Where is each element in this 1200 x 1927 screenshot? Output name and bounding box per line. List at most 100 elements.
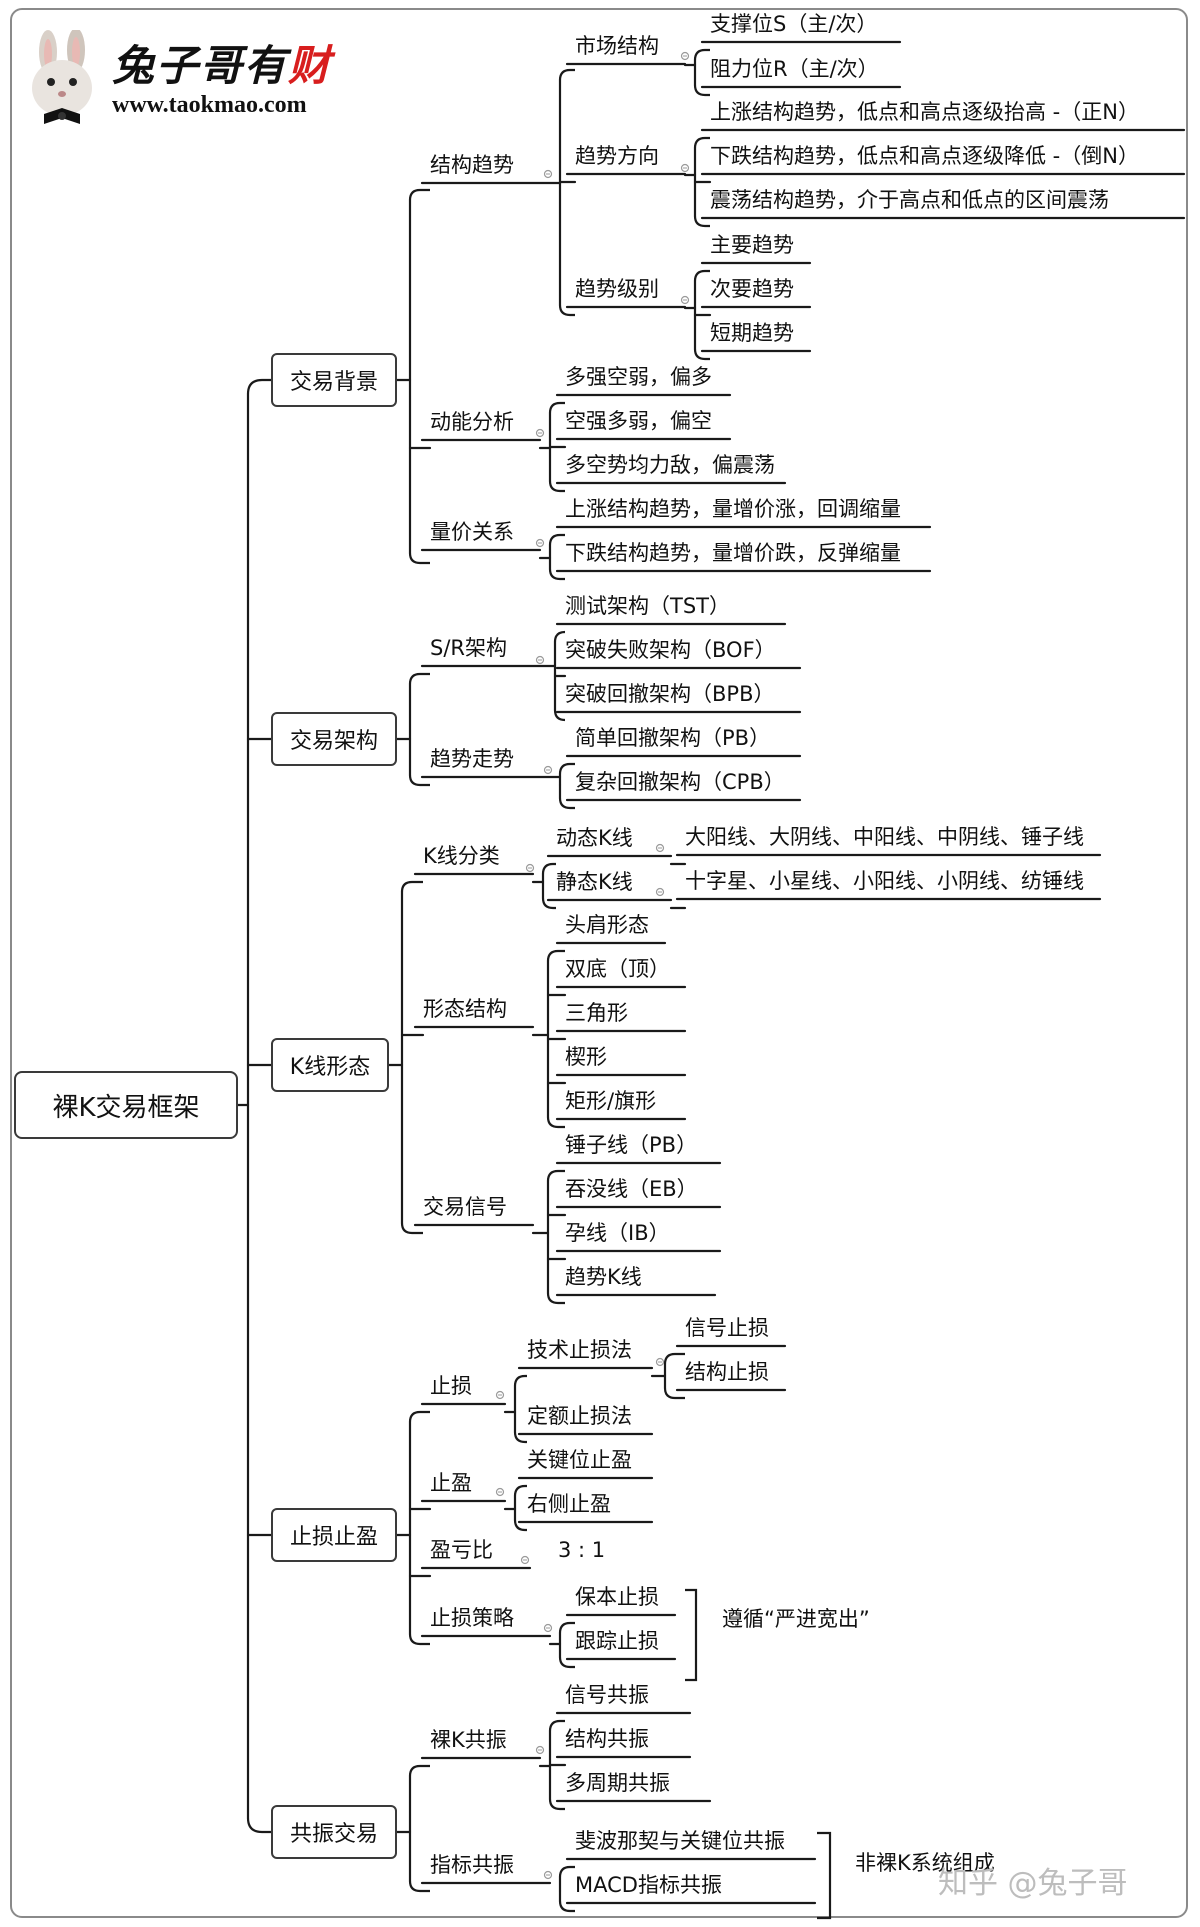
- node-s2a: S/R架构: [430, 636, 507, 660]
- connector: [408, 188, 430, 201]
- node-s2a1: 测试架构（TST）: [565, 594, 730, 618]
- connector: [553, 709, 566, 722]
- connector: [408, 1764, 430, 1777]
- connector: [693, 48, 710, 61]
- connector: [817, 1831, 832, 1920]
- connector: [546, 1116, 565, 1129]
- connector: [548, 1798, 565, 1811]
- connector: [546, 949, 565, 962]
- node-s4d1: 保本止损: [575, 1585, 659, 1609]
- node-s1a3c: 短期趋势: [710, 321, 794, 345]
- node-s4a1a: 信号止损: [685, 1316, 769, 1340]
- connector: [558, 1621, 575, 1634]
- connector: [548, 1719, 565, 1732]
- node-s1b3: 多空势均力敌，偏震荡: [565, 453, 775, 477]
- connector: [558, 1656, 575, 1669]
- node-s3c1: 锤子线（PB）: [565, 1133, 698, 1157]
- watermark: 知乎 @兔子哥: [938, 1866, 1128, 1901]
- node-s3a2: 静态K线: [556, 870, 633, 894]
- node-s5b1: 斐波那契与关键位共振: [575, 1829, 785, 1853]
- section-background: 交易背景: [271, 353, 397, 407]
- node-s5b2: MACD指标共振: [575, 1873, 722, 1897]
- node-s1c2: 下跌结构趋势，量增价跌，反弹缩量: [565, 541, 901, 565]
- node-s2a3: 突破回撤架构（BPB）: [565, 682, 775, 706]
- connector: [408, 1410, 430, 1423]
- rabbit-logo-icon: [32, 30, 92, 124]
- node-s1a2a: 上涨结构趋势，低点和高点逐级抬高 -（正N）: [710, 100, 1139, 124]
- connector: [408, 672, 430, 685]
- node-s2a2: 突破失败架构（BOF）: [565, 638, 776, 662]
- node-s3c4: 趋势K线: [565, 1265, 642, 1289]
- connector: [553, 630, 566, 643]
- root-node: 裸K交易框架: [14, 1071, 238, 1139]
- node-s1b1: 多强空弱，偏多: [565, 365, 712, 389]
- connector: [408, 774, 430, 787]
- logo-brand: 兔子哥有财: [112, 41, 333, 90]
- node-s4b1: 关键位止盈: [527, 1448, 632, 1472]
- node-s3b2: 双底（顶）: [565, 957, 670, 981]
- diagram-frame: [10, 8, 1188, 1918]
- node-s1a3a: 主要趋势: [710, 233, 794, 257]
- connector: [400, 880, 423, 893]
- connector: [548, 480, 565, 493]
- connector: [558, 1900, 575, 1913]
- connector: [693, 348, 710, 361]
- node-s3a1: 动态K线: [556, 826, 633, 850]
- connector: [558, 797, 575, 810]
- node-s3a1a: 大阳线、大阴线、中阳线、中阴线、锤子线: [685, 825, 1084, 849]
- connector: [541, 862, 556, 875]
- node-s4b: 止盈: [430, 1471, 472, 1495]
- node-s1a3b: 次要趋势: [710, 277, 794, 301]
- node-s3b: 形态结构: [423, 997, 507, 1021]
- connector: [541, 897, 556, 910]
- node-s3c2: 吞没线（EB）: [565, 1177, 698, 1201]
- node-s1a2b: 下跌结构趋势，低点和高点逐级降低 -（倒N）: [710, 144, 1139, 168]
- node-s4a2: 定额止损法: [527, 1404, 632, 1428]
- connector: [693, 269, 710, 282]
- connector: [558, 1865, 575, 1878]
- connector: [513, 1519, 527, 1532]
- node-s4a1: 技术止损法: [527, 1338, 632, 1362]
- node-s1a1a: 支撑位S（主/次）: [710, 12, 878, 36]
- node-s4a1b: 结构止损: [685, 1360, 769, 1384]
- node-s5a: 裸K共振: [430, 1728, 507, 1752]
- node-s3b5: 矩形/旗形: [565, 1089, 657, 1113]
- connector: [513, 1431, 527, 1444]
- node-s1a2: 趋势方向: [575, 144, 659, 168]
- node-s4d: 止损策略: [430, 1606, 514, 1630]
- node-s3c: 交易信号: [423, 1195, 507, 1219]
- connector: [408, 552, 430, 565]
- node-s4d-note: 遵循“严进宽出”: [722, 1607, 870, 1631]
- node-s3a: K线分类: [423, 844, 500, 868]
- section-kline-pattern: K线形态: [271, 1038, 389, 1092]
- connector: [558, 304, 575, 317]
- node-s1a2c: 震荡结构趋势，介于高点和低点的区间震荡: [710, 188, 1109, 212]
- connector: [408, 1633, 430, 1646]
- connector: [546, 1169, 565, 1182]
- connector: [246, 1817, 271, 1834]
- connector: [663, 1352, 685, 1365]
- node-s1a1b: 阻力位R（主/次）: [710, 57, 879, 81]
- connector: [400, 1222, 423, 1235]
- node-s1a: 结构趋势: [430, 153, 514, 177]
- node-s4c1: 3 : 1: [558, 1538, 606, 1562]
- section-setup: 交易架构: [271, 712, 397, 766]
- connector: [548, 401, 565, 414]
- connector: [513, 1374, 527, 1387]
- node-s3a2a: 十字星、小星线、小阳线、小阴线、纺锤线: [685, 869, 1084, 893]
- node-s2b: 趋势走势: [430, 747, 514, 771]
- node-s3b1: 头肩形态: [565, 913, 649, 937]
- node-s5a2: 结构共振: [565, 1727, 649, 1751]
- connector: [663, 1387, 685, 1400]
- node-s1b2: 空强多弱，偏空: [565, 409, 712, 433]
- node-s4a: 止损: [430, 1374, 472, 1398]
- connector: [693, 136, 710, 149]
- node-s2b2: 复杂回撤架构（CPB）: [575, 770, 785, 794]
- logo: 兔子哥有财 www.taokmao.com: [14, 30, 374, 130]
- node-s5a1: 信号共振: [565, 1683, 649, 1707]
- node-s4d2: 跟踪止损: [575, 1629, 659, 1653]
- node-s1b: 动能分析: [430, 410, 514, 434]
- connector: [693, 215, 710, 228]
- connector: [558, 68, 575, 81]
